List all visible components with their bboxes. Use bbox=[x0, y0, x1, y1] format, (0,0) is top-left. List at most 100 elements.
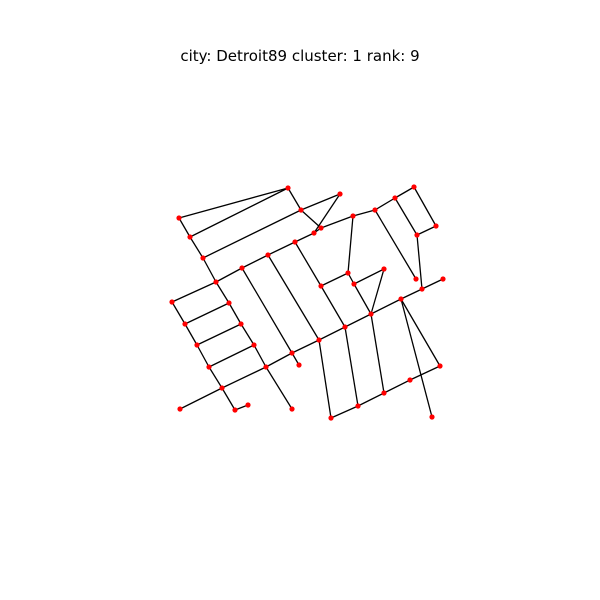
graph-edge bbox=[189, 236, 204, 259]
graph-node bbox=[298, 207, 304, 213]
graph-node bbox=[289, 350, 295, 356]
graph-node bbox=[251, 342, 257, 348]
graph-node bbox=[368, 311, 374, 317]
graph-node bbox=[187, 234, 193, 240]
graph-edge bbox=[215, 281, 230, 304]
graph-edge bbox=[320, 215, 354, 229]
graph-node bbox=[413, 276, 419, 282]
graph-edge bbox=[353, 283, 372, 315]
graph-edge bbox=[184, 323, 198, 346]
graph-node bbox=[392, 195, 398, 201]
graph-node bbox=[289, 406, 295, 412]
graph-edge bbox=[394, 197, 418, 236]
graph-node bbox=[350, 213, 356, 219]
graph-node bbox=[226, 300, 232, 306]
graph-edge bbox=[352, 209, 376, 217]
graph-node bbox=[292, 239, 298, 245]
graph-node bbox=[318, 225, 324, 231]
graph-edge bbox=[221, 387, 236, 411]
graph-node bbox=[318, 283, 324, 289]
graph-node bbox=[429, 414, 435, 420]
graph-node bbox=[316, 337, 322, 343]
graph-edge bbox=[267, 254, 320, 341]
graph-edge bbox=[313, 193, 341, 234]
graph-node bbox=[285, 185, 291, 191]
graph-edge bbox=[196, 323, 242, 346]
graph-node bbox=[182, 321, 188, 327]
graph-edge bbox=[241, 254, 269, 269]
graph-edge bbox=[416, 234, 423, 290]
graph-edge bbox=[383, 379, 411, 394]
graph-node bbox=[411, 184, 417, 190]
graph-node bbox=[194, 342, 200, 348]
figure-title: city: Detroit89 cluster: 1 rank: 9 bbox=[180, 47, 420, 65]
graph-edge bbox=[208, 344, 255, 368]
graph-node bbox=[265, 252, 271, 258]
graph-edge bbox=[171, 301, 186, 325]
graph-edge bbox=[287, 187, 302, 211]
graph-edge bbox=[400, 298, 433, 418]
graph-node bbox=[239, 265, 245, 271]
graph-edge bbox=[347, 215, 354, 274]
graph-node bbox=[263, 364, 269, 370]
graph-edge bbox=[353, 268, 385, 285]
graph-edge bbox=[409, 365, 441, 381]
graph-edge bbox=[416, 225, 437, 236]
graph-node bbox=[345, 270, 351, 276]
graph-node bbox=[219, 385, 225, 391]
graph-edge bbox=[267, 241, 296, 256]
graph-node bbox=[355, 403, 361, 409]
graph-edge bbox=[291, 339, 320, 354]
graph-node bbox=[337, 191, 343, 197]
graph-edge bbox=[178, 187, 289, 219]
graph-node bbox=[433, 223, 439, 229]
graph-edge bbox=[370, 313, 385, 394]
graph-edge bbox=[344, 313, 372, 328]
graph-edge bbox=[228, 302, 242, 325]
graph-node bbox=[177, 406, 183, 412]
graph-edge bbox=[202, 257, 217, 283]
graph-edge bbox=[400, 298, 441, 367]
graph-node bbox=[238, 321, 244, 327]
graph-edge bbox=[189, 187, 289, 238]
graph-edge bbox=[374, 209, 417, 280]
graph-node bbox=[296, 362, 302, 368]
graph-node bbox=[437, 363, 443, 369]
graph-edge bbox=[320, 285, 346, 328]
graph-edge bbox=[300, 209, 322, 229]
graph-edge bbox=[394, 186, 415, 199]
graph-node bbox=[342, 324, 348, 330]
nodes-layer bbox=[169, 184, 446, 421]
graph-edge bbox=[253, 344, 267, 368]
graph-node bbox=[213, 279, 219, 285]
graph-edge bbox=[374, 197, 396, 211]
graph-edge bbox=[265, 366, 293, 410]
graph-node bbox=[206, 364, 212, 370]
graph-edge bbox=[221, 366, 267, 389]
graph-edge bbox=[171, 281, 217, 303]
graph-edge bbox=[208, 366, 223, 389]
graph-edge bbox=[202, 209, 302, 259]
graph-edge bbox=[320, 272, 349, 287]
graph-edge bbox=[344, 326, 359, 407]
graph-node bbox=[311, 230, 317, 236]
graph-edge bbox=[240, 323, 255, 346]
graph-node bbox=[407, 377, 413, 383]
graph-edge bbox=[370, 298, 402, 315]
graph-edge bbox=[357, 392, 385, 407]
graph-node bbox=[414, 232, 420, 238]
graph-node bbox=[440, 276, 446, 282]
graph-edge bbox=[421, 278, 444, 290]
graph-edge bbox=[294, 241, 322, 287]
graph-node bbox=[176, 215, 182, 221]
graph-edge bbox=[196, 344, 210, 368]
graph-edge bbox=[318, 326, 346, 341]
graph-node bbox=[419, 286, 425, 292]
graph-edge bbox=[330, 405, 359, 419]
graph-edge bbox=[241, 267, 293, 354]
graph-edge bbox=[215, 267, 243, 283]
graph-node bbox=[372, 207, 378, 213]
graph-edge bbox=[370, 268, 385, 315]
edges-layer bbox=[171, 186, 444, 419]
